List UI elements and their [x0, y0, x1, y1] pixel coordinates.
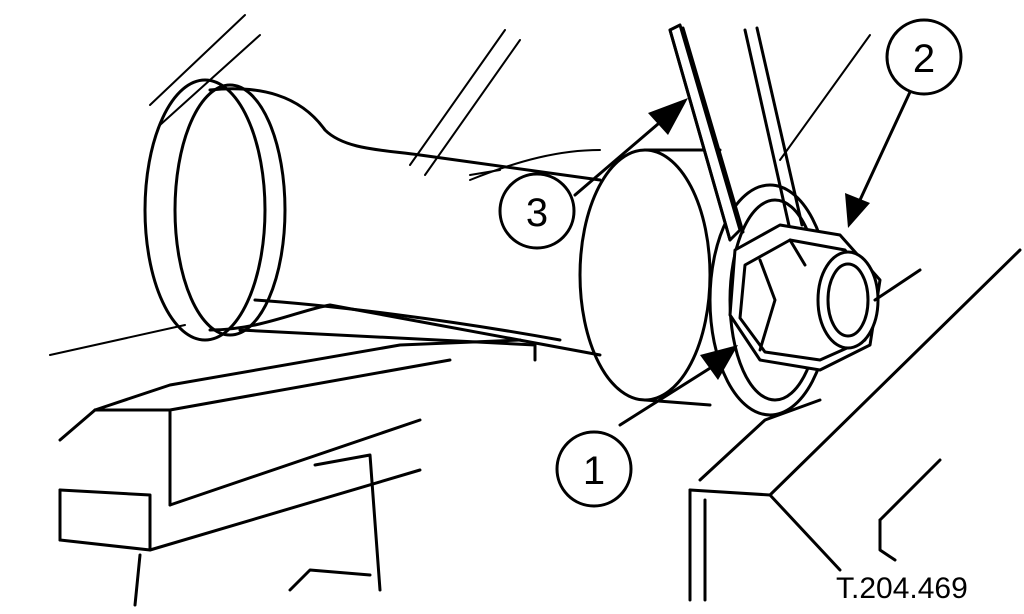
- callout-1-label: 1: [583, 449, 605, 493]
- background-frame: [49, 14, 871, 356]
- right-mount: [688, 248, 1022, 602]
- arrowhead-3: [648, 98, 688, 135]
- callout-3-label: 3: [526, 191, 548, 235]
- leader-lines: [573, 90, 912, 427]
- arrowhead-2: [845, 193, 870, 228]
- hex-nut: [728, 223, 882, 372]
- figure-reference: T.204.469: [836, 572, 968, 605]
- support-block: [58, 338, 522, 607]
- callout-1: 1: [555, 430, 633, 508]
- arrowhead-1: [700, 345, 738, 380]
- callout-2: 2: [885, 18, 963, 96]
- callout-2-label: 2: [913, 37, 935, 81]
- callout-3: 3: [498, 172, 576, 250]
- wrench: [668, 23, 804, 242]
- shaft-body: [143, 78, 602, 362]
